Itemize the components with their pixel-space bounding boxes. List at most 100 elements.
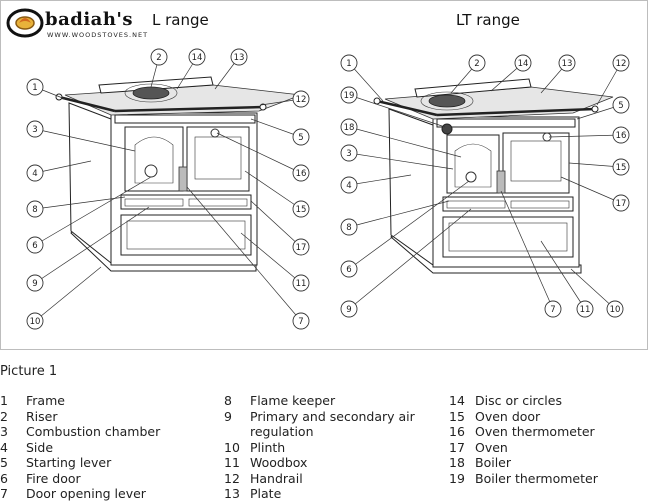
legend-number: 3: [0, 424, 8, 439]
logo: badiah's WWW.WOODSTOVES.NET: [1, 5, 171, 45]
svg-text:14: 14: [192, 53, 203, 63]
callout-left-14: 14: [188, 48, 206, 66]
callout-right-6: 6: [340, 260, 358, 278]
legend-label: Riser: [26, 408, 58, 424]
svg-text:9: 9: [346, 305, 351, 315]
legend-label: Starting lever: [26, 455, 112, 470]
callout-right-7: 7: [544, 300, 562, 318]
svg-text:16: 16: [296, 169, 307, 179]
legend-label: Oven door: [475, 408, 541, 424]
legend-item: 15 Oven door: [449, 409, 650, 425]
callout-right-2: 2: [468, 54, 486, 72]
legend-number: 13: [224, 486, 240, 501]
callout-right-1: 1: [340, 54, 358, 72]
legend-label: Woodbox: [250, 455, 308, 470]
legend-label: Plate: [250, 486, 282, 501]
callout-right-13: 13: [558, 54, 576, 72]
callout-right-4: 4: [340, 176, 358, 194]
legend-number: 19: [449, 470, 465, 486]
callout-left-7: 7: [292, 312, 310, 330]
legend-number: 17: [449, 439, 465, 455]
legend-number: 5: [0, 455, 8, 470]
callout-right-3: 3: [340, 144, 358, 162]
legend-number: 14: [449, 393, 465, 408]
callout-left-3: 3: [26, 120, 44, 138]
callout-right-11: 11: [576, 300, 594, 318]
stove-l-range: [55, 76, 302, 272]
legend-number: 18: [449, 455, 465, 470]
legend-number: 16: [449, 424, 465, 439]
legend-label: Handrail: [250, 470, 303, 486]
svg-text:12: 12: [616, 59, 627, 69]
legend-label: Oven: [475, 439, 508, 455]
callout-right-5: 5: [612, 96, 630, 114]
svg-text:7: 7: [550, 305, 555, 315]
svg-text:12: 12: [296, 95, 307, 105]
legend-item: 17 Oven: [449, 440, 650, 456]
svg-text:2: 2: [474, 59, 479, 69]
svg-text:15: 15: [296, 205, 307, 215]
callout-left-15: 15: [292, 200, 310, 218]
callout-right-16: 16: [612, 126, 630, 144]
legend-item: 6 Fire door: [0, 471, 211, 487]
callouts-right: 1 2 14 13 12 19 5 18 16 3 15 4 17 8 6 9 …: [340, 54, 630, 318]
legend-label: Door opening lever: [26, 486, 146, 501]
legend-number: 6: [0, 470, 8, 486]
callout-left-2: 2: [150, 48, 168, 66]
legend-item: 12 Handrail: [224, 471, 435, 487]
svg-text:14: 14: [518, 59, 529, 69]
legend-number: 1: [0, 393, 8, 408]
legend-label: Oven thermometer: [475, 424, 595, 439]
callout-left-13: 13: [230, 48, 248, 66]
legend-item: 2 Riser: [0, 409, 211, 425]
legend-number: 7: [0, 486, 8, 501]
callout-left-17: 17: [292, 238, 310, 256]
callout-right-19: 19: [340, 86, 358, 104]
svg-text:13: 13: [234, 53, 245, 63]
legend-label: Flame keeper: [250, 393, 336, 408]
svg-text:11: 11: [580, 305, 591, 315]
legend-column-3: 14 Disc or circles 15 Oven door 16 Oven the…: [449, 393, 650, 486]
legend-label: Fire door: [26, 470, 81, 486]
svg-text:17: 17: [296, 243, 307, 253]
svg-text:11: 11: [296, 279, 307, 289]
callout-left-4: 4: [26, 164, 44, 182]
svg-text:7: 7: [298, 317, 303, 327]
svg-text:1: 1: [346, 59, 351, 69]
stove-lt-range: [373, 78, 614, 274]
legend-label: Disc or circles: [475, 393, 562, 408]
legend-number: 2: [0, 408, 8, 424]
svg-text:10: 10: [610, 305, 621, 315]
callout-left-6: 6: [26, 236, 44, 254]
legend-number: 15: [449, 408, 465, 424]
svg-text:8: 8: [32, 205, 37, 215]
legend-number: 10: [224, 439, 240, 455]
callout-left-11: 11: [292, 274, 310, 292]
legend-label: Boiler thermometer: [475, 470, 598, 486]
legend-label: Boiler: [475, 455, 511, 470]
svg-text:3: 3: [346, 149, 351, 159]
svg-text:10: 10: [30, 317, 41, 327]
legend-number: 12: [224, 470, 240, 486]
svg-text:8: 8: [346, 223, 351, 233]
callout-right-8: 8: [340, 218, 358, 236]
svg-text:16: 16: [616, 131, 627, 141]
callout-right-14: 14: [514, 54, 532, 72]
legend-label: Primary and secondary air regulation: [250, 408, 415, 440]
figure-caption: Picture 1: [0, 364, 58, 379]
legend-item: 19 Boiler thermometer: [449, 471, 650, 487]
leaders-left: [34, 56, 302, 322]
legend-item: 18 Boiler: [449, 455, 650, 471]
callout-left-5: 5: [292, 128, 310, 146]
callout-left-9: 9: [26, 274, 44, 292]
callout-right-9: 9: [340, 300, 358, 318]
svg-text:5: 5: [618, 101, 623, 111]
svg-text:18: 18: [344, 123, 355, 133]
legend-item: 14 Disc or circles: [449, 393, 650, 409]
